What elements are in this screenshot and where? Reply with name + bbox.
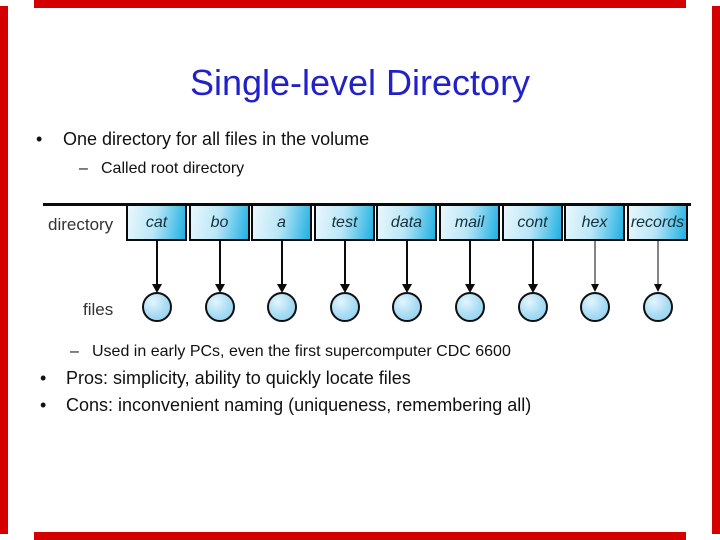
slide-title: Single-level Directory (189, 62, 531, 103)
directory-entry-box: cont (502, 204, 563, 241)
bullet-marker: • (40, 368, 47, 388)
file-circle (517, 292, 548, 322)
directory-entry: bo (189, 204, 250, 324)
directory-entry-label: test (331, 213, 358, 231)
directory-entry-label: bo (210, 213, 229, 231)
arrow-down-icon (627, 241, 688, 296)
directory-entry-label: cont (517, 213, 548, 231)
directory-entry: mail (439, 204, 500, 324)
directory-entry-box: test (314, 204, 375, 241)
bullet-marker: • (36, 129, 43, 149)
directory-entry: cat (126, 204, 187, 324)
bullet-marker: • (40, 395, 47, 415)
directory-entry-label: cat (145, 213, 168, 231)
directory-entry-label: records (630, 213, 685, 231)
file-circle (204, 292, 235, 322)
directory-entry-box: cat (126, 204, 187, 241)
directory-entry: data (376, 204, 437, 324)
slide-border-top (34, 0, 686, 8)
file-circle (266, 292, 297, 322)
file-circle (391, 292, 422, 322)
directory-entry: a (251, 204, 312, 324)
file-circle (642, 292, 673, 322)
bullet-marker: – (70, 343, 79, 360)
directory-entry-box: records (627, 204, 688, 241)
file-circle (329, 292, 360, 322)
bullet-text: Called root directory (101, 160, 245, 177)
arrow-down-icon (502, 241, 563, 296)
directory-entry: test (314, 204, 375, 324)
bullet-marker: – (79, 160, 88, 177)
directory-entry-label: hex (581, 213, 608, 231)
arrow-down-icon (189, 241, 250, 296)
slide-border-bottom (34, 532, 686, 540)
arrow-down-icon (126, 241, 187, 296)
directory-entry-box: bo (189, 204, 250, 241)
directory-entry-box: hex (564, 204, 625, 241)
directory-entry-box: mail (439, 204, 500, 241)
files-row-label: files (83, 300, 114, 319)
directory-row-label: directory (48, 215, 114, 234)
directory-entry-box: a (251, 204, 312, 241)
file-circle (454, 292, 485, 322)
directory-entry-box: data (376, 204, 437, 241)
directory-entry-label: a (277, 213, 286, 231)
arrow-down-icon (564, 241, 625, 296)
bullet-text: Pros: simplicity, ability to quickly loc… (66, 368, 411, 388)
directory-entry: hex (564, 204, 625, 324)
directory-entry-label: data (390, 213, 423, 231)
directory-entry: cont (502, 204, 563, 324)
bullet-text: One directory for all files in the volum… (63, 129, 370, 149)
bullet-text: Used in early PCs, even the first superc… (92, 343, 511, 360)
directory-entry: records (627, 204, 688, 324)
arrow-down-icon (439, 241, 500, 296)
bullet-text: Cons: inconvenient naming (uniqueness, r… (66, 395, 532, 415)
file-circle (579, 292, 610, 322)
arrow-down-icon (251, 241, 312, 296)
arrow-down-icon (376, 241, 437, 296)
directory-entry-label: mail (454, 213, 485, 231)
arrow-down-icon (314, 241, 375, 296)
file-circle (141, 292, 172, 322)
